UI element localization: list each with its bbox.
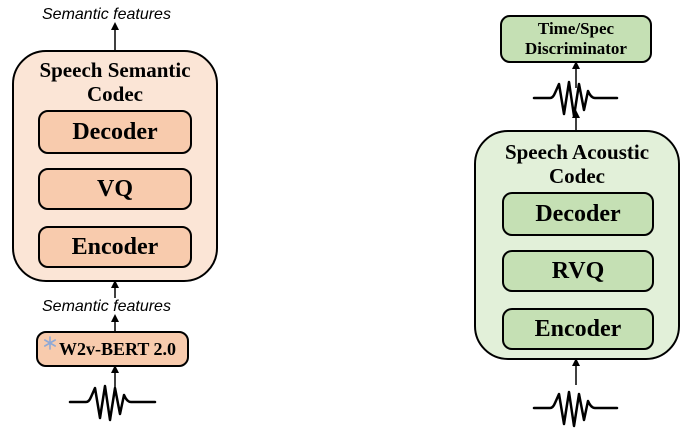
semantic-features-input-label: Semantic features: [42, 298, 171, 315]
semantic-codec-title-line2: Codec: [87, 82, 143, 106]
acoustic-decoder-block: Decoder: [502, 192, 654, 236]
acoustic-codec-title-line1: Speech Acoustic: [504, 140, 650, 164]
semantic-codec-title: Speech Semantic Codec: [14, 58, 216, 106]
acoustic-rvq-block: RVQ: [502, 250, 654, 292]
waveform-icon: [532, 80, 619, 118]
acoustic-codec-title: Speech Acoustic Codec: [476, 140, 678, 188]
time-spec-discriminator: Time/Spec Discriminator: [500, 15, 652, 63]
semantic-features-output-label: Semantic features: [42, 6, 171, 23]
speech-semantic-codec: Speech Semantic Codec Decoder VQ Encoder: [12, 50, 218, 282]
waveform-icon: [532, 390, 619, 428]
speech-acoustic-codec: Speech Acoustic Codec Decoder RVQ Encode…: [474, 130, 680, 360]
semantic-encoder-block: Encoder: [38, 226, 192, 268]
snowflake-icon: [43, 336, 56, 350]
waveform-icon: [68, 384, 157, 422]
semantic-codec-title-line1: Speech Semantic: [39, 58, 191, 82]
w2v-bert-label: W2v-BERT 2.0: [58, 338, 177, 359]
semantic-decoder-block: Decoder: [38, 110, 192, 154]
acoustic-codec-title-line2: Codec: [549, 164, 605, 188]
acoustic-encoder-block: Encoder: [502, 308, 654, 350]
discriminator-line2: Discriminator: [525, 39, 627, 58]
discriminator-line1: Time/Spec: [537, 19, 615, 38]
semantic-vq-block: VQ: [38, 168, 192, 210]
